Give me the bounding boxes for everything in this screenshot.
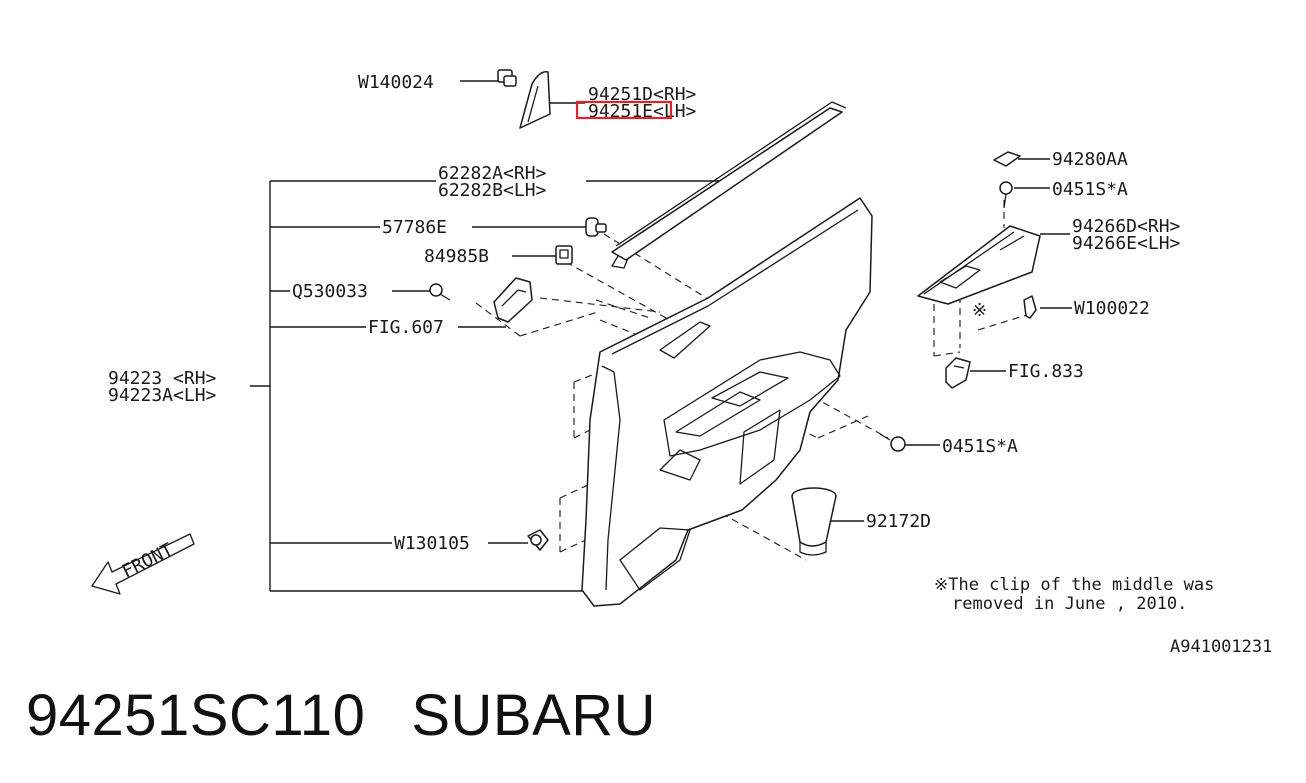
label-w140024: W140024: [358, 72, 434, 93]
label-94266d: 94266D<RH>: [1072, 216, 1181, 237]
footer-brand: SUBARU: [411, 683, 657, 748]
label-94280aa: 94280AA: [1052, 149, 1128, 170]
switch-fig833-part: [945, 357, 971, 389]
label-57786e: 57786E: [382, 217, 447, 238]
weatherstrip-part: [611, 101, 847, 269]
front-label: FRONT: [119, 539, 177, 582]
note-line-1: ※The clip of the middle was: [934, 575, 1214, 595]
footer-part-number: 94251SC110: [26, 683, 366, 748]
label-q530033: Q530033: [292, 281, 368, 302]
label-w130105: W130105: [394, 533, 470, 554]
label-84985b: 84985B: [424, 246, 489, 267]
diagram-code: A941001231: [1170, 637, 1272, 657]
inner-handle-part: [493, 277, 533, 323]
label-w100022: W100022: [1074, 298, 1150, 319]
clip-w100022-part: [1023, 295, 1037, 319]
highlight-box: [575, 100, 673, 120]
clip-57786e-part: [585, 217, 607, 237]
label-0451sa-top: 0451S*A: [1052, 179, 1128, 200]
note-line-2: removed in June , 2010.: [952, 594, 1187, 614]
screw-0451s-mid-part: [879, 433, 906, 452]
label-94251e: 94251E<LH>: [588, 101, 697, 122]
leader-lines: [250, 80, 1072, 592]
cover-94280aa-part: [993, 151, 1021, 167]
label-94266e: 94266E<LH>: [1072, 233, 1181, 254]
label-62282b: 62282B<LH>: [438, 180, 547, 201]
reference-mark: ※: [972, 300, 987, 321]
label-94223a: 94223A<LH>: [108, 385, 217, 406]
clip-84985b-part: [555, 245, 573, 265]
label-92172d: 92172D: [866, 511, 931, 532]
clip-w130105-part: [527, 529, 549, 551]
label-62282a: 62282A<RH>: [438, 163, 547, 184]
footer-title: 94251SC110 SUBARU: [26, 682, 702, 749]
sash-cover-part: [519, 71, 551, 129]
label-0451sa-mid: 0451S*A: [942, 436, 1018, 457]
front-arrow-icon: [91, 533, 195, 595]
label-fig833: FIG.833: [1008, 361, 1084, 382]
pocket-92172d-part: [791, 487, 837, 556]
label-fig607: FIG.607: [368, 317, 444, 338]
label-94251d: 94251D<RH>: [588, 84, 697, 105]
screw-q530033-part: [429, 283, 451, 301]
switch-panel-part: [917, 225, 1041, 305]
clip-w140024-part: [497, 69, 517, 87]
label-94223: 94223 <RH>: [108, 368, 217, 389]
screw-0451s-top-part: [999, 181, 1013, 209]
door-trim-panel-part: [581, 197, 873, 607]
